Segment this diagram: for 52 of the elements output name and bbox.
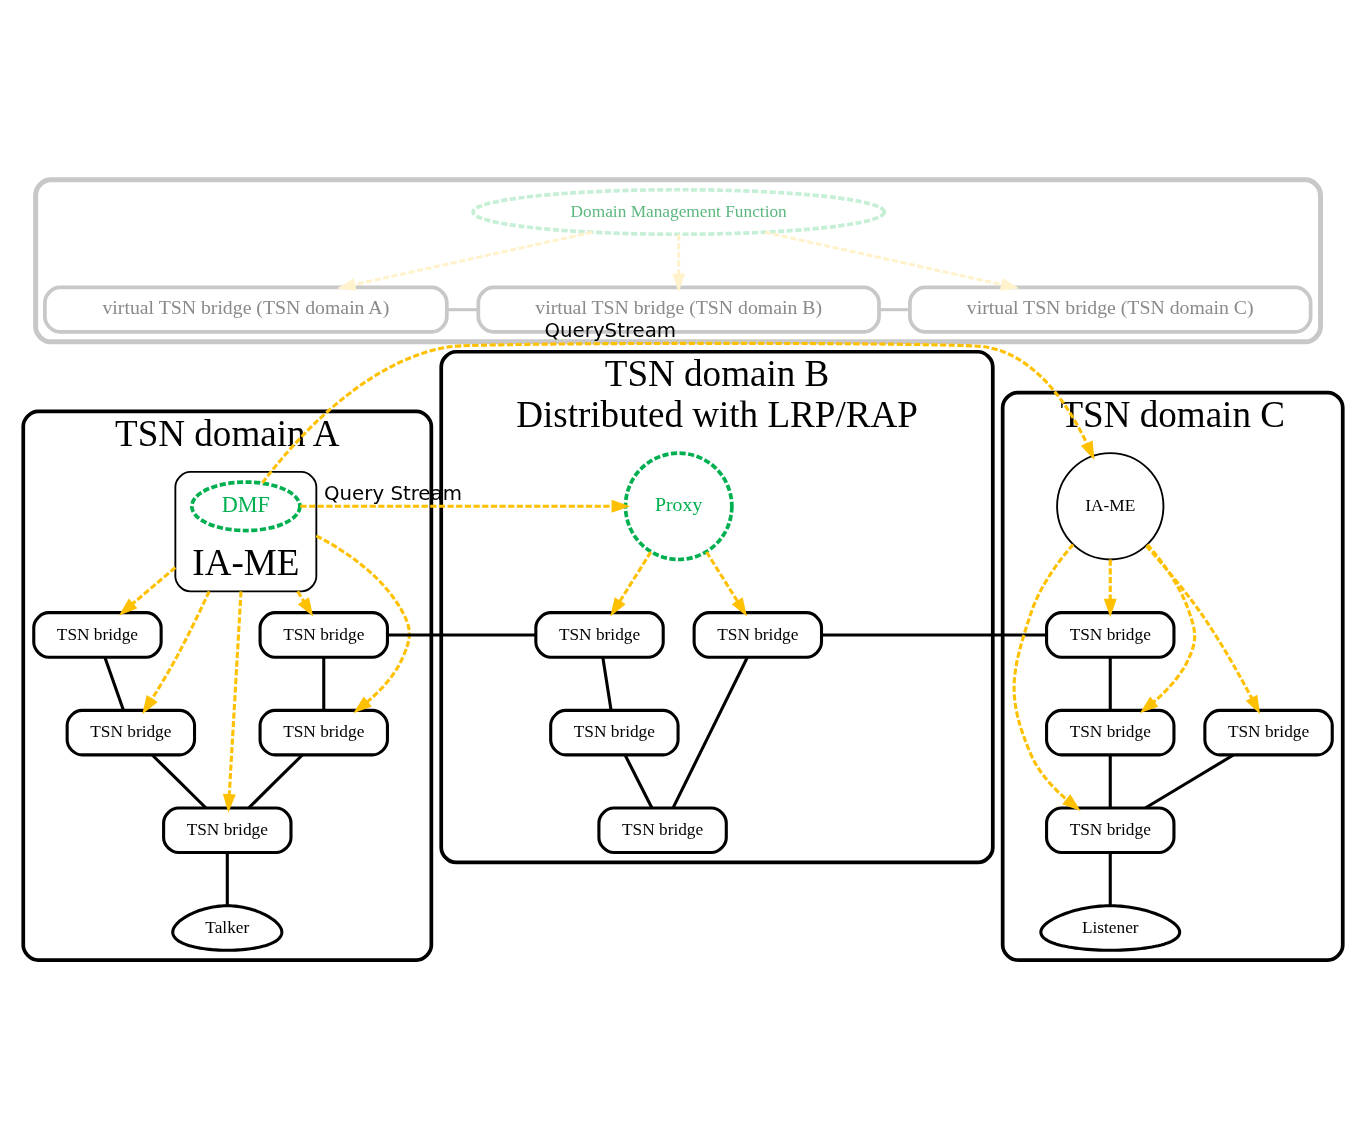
connector xyxy=(225,852,229,906)
arrow xyxy=(142,590,211,714)
arrow xyxy=(610,550,653,616)
node-box: TSN bridge xyxy=(1203,708,1334,756)
node-box: TSN bridge xyxy=(534,610,665,659)
arrow xyxy=(1103,559,1117,617)
arrow xyxy=(296,590,314,617)
connector xyxy=(623,753,654,809)
connector xyxy=(151,753,208,809)
arrow xyxy=(315,533,411,713)
arrow xyxy=(222,590,243,813)
connector xyxy=(601,656,613,711)
arrow xyxy=(672,233,686,292)
node-box: TSN bridge xyxy=(1045,708,1176,756)
node-box: TSN bridge xyxy=(65,708,197,756)
cluster xyxy=(33,176,1323,344)
arrow xyxy=(1139,542,1197,713)
arrow xyxy=(261,341,1095,484)
node-box: TSN bridge xyxy=(1045,610,1176,659)
arrow xyxy=(1012,542,1081,811)
node-box: TSN bridge xyxy=(32,610,163,659)
connector xyxy=(1108,754,1112,808)
node-box: TSN bridge xyxy=(692,610,824,659)
arrow xyxy=(337,230,593,291)
connector xyxy=(1144,753,1235,809)
arrow xyxy=(118,565,177,615)
node-box: TSN bridge xyxy=(1045,806,1176,854)
node-ellipse: Domain Management Function xyxy=(471,187,887,236)
node-box: virtual TSN bridge (TSN domain A) xyxy=(43,285,449,334)
node-box: TSN bridge xyxy=(258,610,389,659)
connector xyxy=(1108,656,1112,710)
arrow xyxy=(1145,544,1261,714)
node-circle: Proxy xyxy=(623,450,734,561)
arrow xyxy=(764,230,1020,291)
node-box: TSN bridge xyxy=(549,708,680,756)
connector xyxy=(322,656,326,710)
connector xyxy=(447,307,479,311)
connector xyxy=(103,656,125,711)
connector xyxy=(879,307,910,311)
connector xyxy=(1108,852,1112,906)
arrow xyxy=(300,499,631,513)
connector xyxy=(387,632,536,636)
connector xyxy=(671,656,749,808)
node-box: virtual TSN bridge (TSN domain C) xyxy=(908,285,1313,334)
node-box: TSN bridge xyxy=(597,806,728,854)
node-circle: IA-ME xyxy=(1056,451,1165,560)
arrow xyxy=(705,550,748,616)
connector xyxy=(247,753,304,809)
node-ellipse: DMF xyxy=(189,479,302,532)
node-box: TSN bridge xyxy=(162,806,293,854)
connector xyxy=(821,632,1047,636)
node-box: TSN bridge xyxy=(258,708,389,756)
